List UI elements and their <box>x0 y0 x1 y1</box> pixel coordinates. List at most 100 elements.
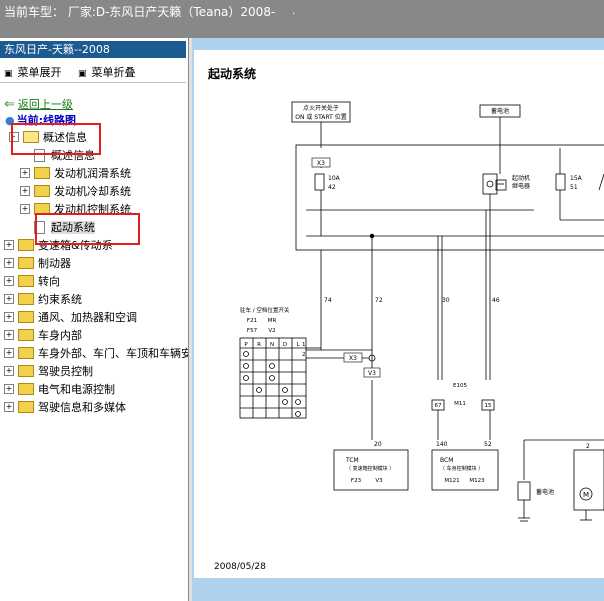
tree-item-label: 制动器 <box>38 257 71 270</box>
gear-position-P: P <box>244 342 248 348</box>
expand-node-icon[interactable]: + <box>20 186 30 196</box>
wire-72: 72 <box>375 297 383 304</box>
connector-x3-lower: X3 <box>349 355 357 362</box>
connector-f21: F21 <box>247 318 257 324</box>
battery-top-label: 蓄电池 <box>491 107 509 115</box>
fuse-15a-number: 51 <box>570 184 578 191</box>
tree-item[interactable]: + 约束系统 <box>4 291 82 307</box>
expand-node-icon[interactable]: + <box>20 204 30 214</box>
ignition-label-1: 点火开关处于 <box>303 104 339 112</box>
tree-item[interactable]: + 转向 <box>4 273 60 289</box>
tree-item[interactable]: -概述信息 <box>9 129 87 145</box>
left-panel-title: 东风日产-天籁--2008 <box>0 41 186 58</box>
expand-icon: ▣ <box>4 69 13 79</box>
tree-item-label: 发动机润滑系统 <box>54 167 131 180</box>
connector-e105: E105 <box>453 383 467 389</box>
document-icon <box>34 220 45 234</box>
tree-item[interactable]: + 发动机润滑系统 <box>20 165 131 181</box>
back-link[interactable]: ⇐返回上一级 <box>4 97 73 112</box>
top-bar: 当前车型： 厂家:D-东风日产天籁（Teana）2008- . <box>0 0 604 38</box>
expand-menu-button[interactable]: ▣菜单展开 <box>4 66 62 79</box>
tcm-connector-v3: V3 <box>375 478 383 484</box>
tree-item-label: 通风、加热器和空调 <box>38 311 137 324</box>
expand-node-icon[interactable]: + <box>4 384 14 394</box>
collapse-node-icon[interactable]: - <box>9 132 19 142</box>
folder-icon <box>18 329 34 341</box>
expand-node-icon[interactable]: + <box>4 258 14 268</box>
highlight-box-overview <box>11 123 101 155</box>
back-arrow-icon: ⇐ <box>4 97 15 112</box>
panel-splitter[interactable] <box>188 38 193 601</box>
connector-mr: MR <box>268 318 277 324</box>
left-separator <box>0 82 186 83</box>
tree-item[interactable]: + 驾驶信息和多媒体 <box>4 399 126 415</box>
tree-item[interactable]: + 驾驶员控制 <box>4 363 93 379</box>
highlight-box-starting-system <box>35 213 140 245</box>
folder-icon <box>34 185 50 197</box>
diagram-date: 2008/05/28 <box>214 562 266 572</box>
tree-item-label: 约束系统 <box>38 293 82 306</box>
connector-f57: F57 <box>247 328 258 334</box>
tree-item[interactable]: + 发动机控制系统 <box>20 201 131 217</box>
expand-node-icon[interactable]: + <box>4 348 14 358</box>
location-pin-icon: ● <box>5 114 15 127</box>
tree-item-label: 驾驶信息和多媒体 <box>38 401 126 414</box>
expand-node-icon[interactable]: + <box>4 366 14 376</box>
park-neutral-switch-label: 驻车 / 空档位置开关 <box>240 306 290 314</box>
gear-position-R: R <box>257 342 261 348</box>
menu-toolbar: ▣菜单展开 ▣菜单折叠 <box>0 62 186 80</box>
tcm-description: （ 变速箱控制模块 ） <box>346 465 394 472</box>
diagram-title: 起动系统 <box>208 67 257 81</box>
tree-item[interactable]: +变速箱&传动系 <box>4 237 113 253</box>
tree-item[interactable]: +车身外部、车门、车顶和车辆安 <box>4 345 192 361</box>
tree-item[interactable]: +发动机冷却系统 <box>20 183 131 199</box>
tree-item-label: 电气和电源控制 <box>38 383 115 396</box>
tree-item[interactable]: 起动系统 <box>20 219 95 235</box>
bcm-pin-140: 140 <box>436 441 448 448</box>
pin-1: 1 <box>302 342 306 348</box>
tree-item[interactable]: + 通风、加热器和空调 <box>4 309 137 325</box>
tree-item-label: 车身内部 <box>38 329 82 342</box>
pin-67: 67 <box>435 403 442 409</box>
battery-bottom-label: 蓄电池 <box>536 488 554 496</box>
tree-item[interactable]: + 制动器 <box>4 255 71 271</box>
bcm-description: （ 车身控制模块 ） <box>440 465 483 472</box>
left-panel: 东风日产-天籁--2008 ▣菜单展开 ▣菜单折叠 ⇐返回上一级 ●当前:线路图… <box>0 38 192 601</box>
fuse-15a-label: 15A <box>570 175 583 182</box>
expand-node-icon[interactable]: + <box>4 402 14 412</box>
tree-item-label: 概述信息 <box>51 149 95 162</box>
bcm-pin-52: 52 <box>484 441 492 448</box>
bcm-connector-m123: M123 <box>469 478 485 484</box>
tree-item[interactable]: + 电气和电源控制 <box>4 381 115 397</box>
collapse-icon: ▣ <box>78 69 87 79</box>
expand-node-icon[interactable]: + <box>4 240 14 250</box>
fuse-10a-label: 10A <box>328 175 341 182</box>
topbar-dot: . <box>292 6 296 17</box>
folder-icon <box>18 275 34 287</box>
expand-node-icon[interactable]: + <box>4 276 14 286</box>
tree-item[interactable]: + 车身内部 <box>4 327 82 343</box>
pin-15: 15 <box>485 403 492 409</box>
expand-node-icon[interactable]: + <box>4 294 14 304</box>
folder-icon <box>34 167 50 179</box>
folder-icon <box>18 257 34 269</box>
expand-node-icon[interactable]: + <box>4 330 14 340</box>
wire-30: 30 <box>442 297 450 304</box>
expand-node-icon[interactable]: + <box>4 312 14 322</box>
expand-node-icon[interactable]: + <box>20 168 30 178</box>
folder-icon <box>18 239 34 251</box>
content-panel: 起动系统 <box>192 38 604 601</box>
tree-item[interactable]: 概述信息 <box>20 147 95 163</box>
bcm-connector-m121: M121 <box>444 478 459 484</box>
folder-icon <box>18 347 34 359</box>
gear-position-L: L <box>296 342 300 348</box>
folder-icon <box>18 383 34 395</box>
wire-46: 46 <box>492 297 500 304</box>
tree-item-label: 转向 <box>38 275 60 288</box>
wire-74: 74 <box>324 297 332 304</box>
collapse-menu-button[interactable]: ▣菜单折叠 <box>78 66 136 79</box>
pin-2b: 2 <box>586 443 590 450</box>
tree-item-label: 发动机控制系统 <box>54 203 131 216</box>
tree-item-label: 驾驶员控制 <box>38 365 93 378</box>
